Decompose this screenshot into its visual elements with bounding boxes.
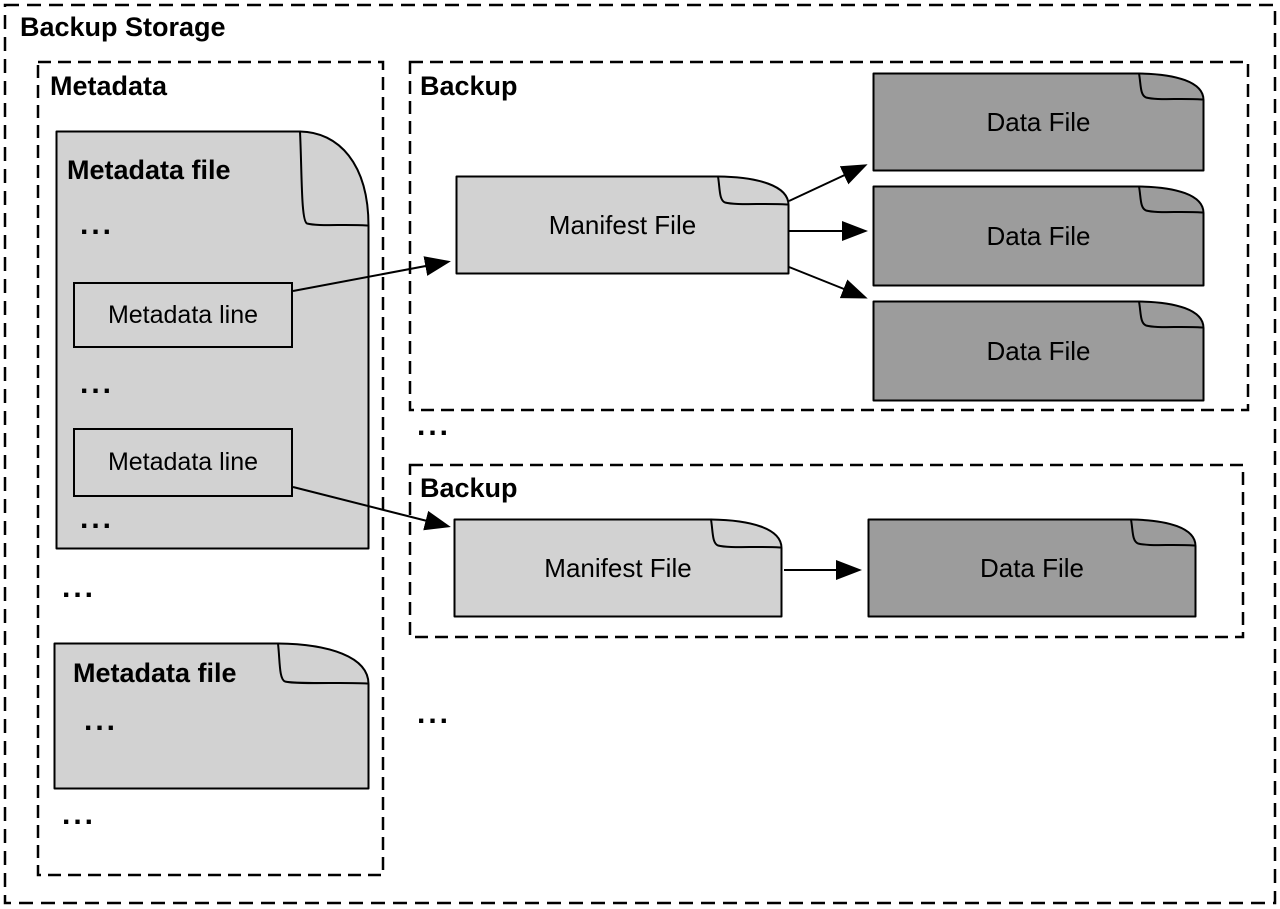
data-file-2-label: Data File (986, 220, 1091, 251)
ellipsis-file1-middle: ... (80, 367, 115, 400)
metadata-line-2: Metadata line (73, 428, 293, 497)
data-file-4: Data File (867, 518, 1197, 618)
ellipsis-between-backups: ... (417, 409, 452, 442)
metadata-file-1-title: Metadata file (67, 155, 231, 185)
manifest-file-1: Manifest File (455, 175, 790, 275)
data-file-3-label: Data File (986, 335, 1091, 366)
metadata-file-2-title: Metadata file (73, 658, 237, 688)
backup-storage-title: Backup Storage (20, 12, 226, 42)
ellipsis-file1-top: ... (80, 208, 115, 241)
manifest-file-1-label: Manifest File (548, 209, 697, 240)
arrow-manifest1-to-datafile3 (788, 266, 868, 299)
ellipsis-between-files: ... (62, 571, 97, 604)
backup-2-label: Backup (420, 473, 518, 503)
data-file-3: Data File (872, 300, 1205, 402)
data-file-1: Data File (872, 72, 1205, 172)
ellipsis-metadata-bottom: ... (62, 798, 97, 831)
metadata-file-1: Metadata file Metadata line Metadata lin… (55, 130, 370, 550)
data-file-1-label: Data File (986, 106, 1091, 137)
data-file-4-label: Data File (979, 552, 1085, 583)
ellipsis-backups-bottom: ... (417, 697, 452, 730)
manifest-file-2: Manifest File (453, 518, 783, 618)
backup-1-label: Backup (420, 71, 518, 101)
ellipsis-file2-content: ... (84, 704, 119, 737)
ellipsis-file1-bottom: ... (80, 502, 115, 535)
arrow-manifest1-to-datafile1 (788, 164, 868, 202)
metadata-group-label: Metadata (50, 71, 168, 101)
manifest-file-2-label: Manifest File (544, 552, 692, 583)
metadata-line-1: Metadata line (73, 282, 293, 348)
data-file-2: Data File (872, 185, 1205, 287)
